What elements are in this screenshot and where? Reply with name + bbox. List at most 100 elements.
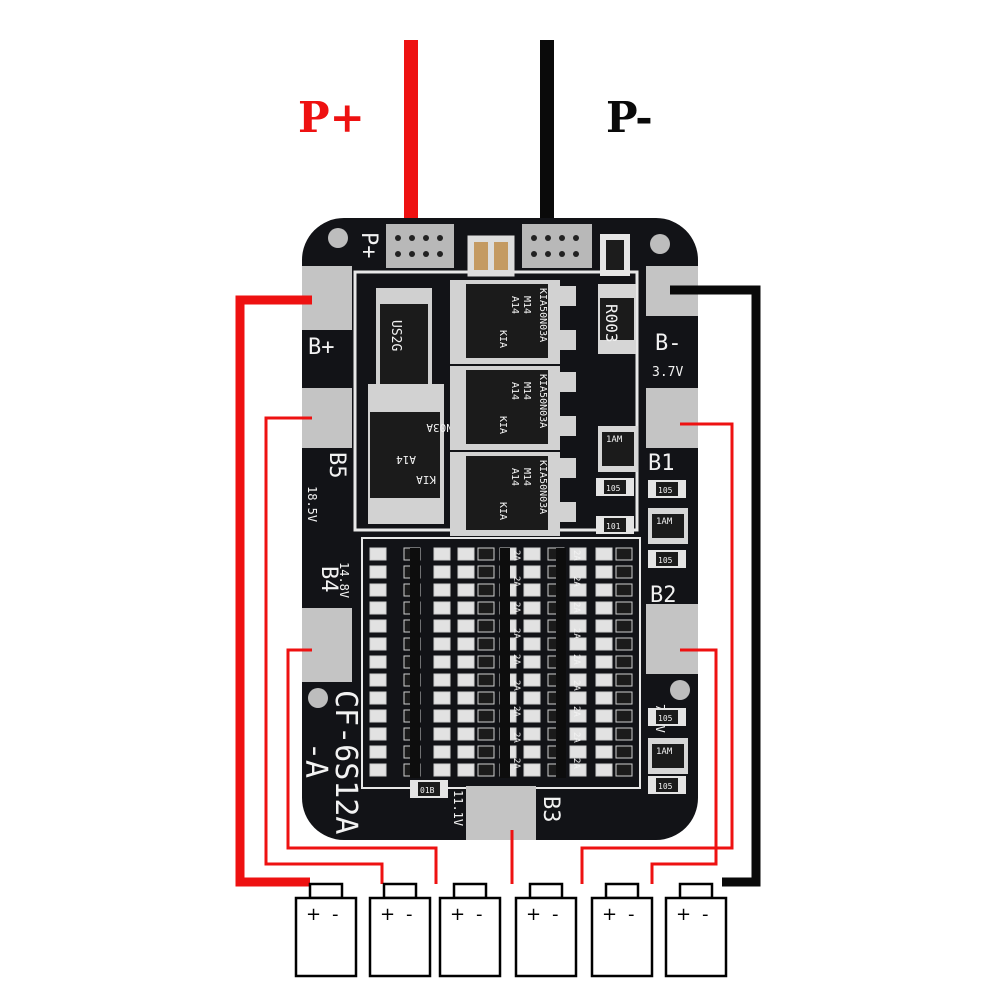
res-105-b2: 105 <box>648 708 686 726</box>
smd-part <box>457 745 475 759</box>
voltage-3v7: 3.7V <box>652 365 683 380</box>
smd-part <box>457 565 475 579</box>
smd-part <box>369 763 387 777</box>
smd-part <box>433 691 451 705</box>
smd-part <box>457 673 475 687</box>
svg-text:KIA50N03A: KIA50N03A <box>537 374 548 428</box>
svg-text:M14: M14 <box>521 468 532 486</box>
smd-part <box>595 745 613 759</box>
wire-b-plus <box>235 295 312 887</box>
smd-part <box>523 691 541 705</box>
smd-part <box>457 619 475 633</box>
smd-part <box>369 673 387 687</box>
smd-part <box>477 727 495 741</box>
smd-part <box>595 637 613 651</box>
svg-text:101: 101 <box>606 522 621 531</box>
smd-part <box>523 655 541 669</box>
res-01b: 01B <box>410 780 448 798</box>
smd-part <box>477 673 495 687</box>
b1-pad <box>646 388 698 448</box>
p-plus-pad <box>386 224 454 268</box>
smd-part <box>523 673 541 687</box>
wire-b1 <box>580 422 734 884</box>
smd-part <box>433 547 451 561</box>
smd-part <box>477 583 495 597</box>
pad-label-b5: B5 <box>324 452 349 479</box>
pad-label-b2: B2 <box>650 583 677 608</box>
svg-text:A14: A14 <box>509 296 520 314</box>
smd-part <box>523 709 541 723</box>
smd-part <box>595 709 613 723</box>
smd-part <box>595 763 613 777</box>
mount-hole <box>328 228 348 248</box>
smd-part <box>569 691 587 705</box>
battery-cell: +- <box>438 882 502 978</box>
smd-part <box>523 745 541 759</box>
battery-cell-minus: - <box>702 904 709 925</box>
p-plus-wire <box>404 40 418 240</box>
fuse-label: 2A <box>571 758 581 769</box>
battery-cell-minus: - <box>628 904 635 925</box>
ic-strip <box>410 548 420 778</box>
battery-cell-plus: + <box>676 904 691 925</box>
smd-part <box>477 565 495 579</box>
svg-text:A14: A14 <box>509 468 520 486</box>
wire-b5 <box>264 416 384 884</box>
smd-part <box>523 601 541 615</box>
smd-part <box>595 619 613 633</box>
smd-part <box>569 601 587 615</box>
fuse-label: 2A <box>511 758 521 769</box>
smd-part <box>457 763 475 777</box>
smd-part <box>523 619 541 633</box>
fuse-label: 2A <box>511 706 521 717</box>
battery-cell-terminal <box>452 882 488 900</box>
smd-part <box>433 637 451 651</box>
smd-part <box>433 583 451 597</box>
smd-part <box>615 709 633 723</box>
shunt-marking: R003 <box>602 304 621 343</box>
battery-cell-terminal <box>528 882 564 900</box>
smd-part <box>433 619 451 633</box>
fuse-label: 2A <box>511 602 521 613</box>
mount-hole <box>670 680 690 700</box>
svg-text:M14: M14 <box>521 382 532 400</box>
mosfet-left-code: A14 <box>396 453 416 466</box>
smd-part <box>595 583 613 597</box>
res-101-upper: 101 <box>596 516 634 534</box>
battery-cell-body <box>368 896 432 978</box>
p-plus-pad-holes <box>395 235 443 257</box>
p-plus-label: P+ <box>298 93 365 142</box>
battery-cell-terminal <box>604 882 640 900</box>
battery-cell-minus: - <box>476 904 483 925</box>
battery-cell-body <box>664 896 728 978</box>
smd-part <box>477 637 495 651</box>
battery-cell-terminal <box>382 882 418 900</box>
smd-part <box>615 745 633 759</box>
smd-part <box>569 637 587 651</box>
smd-part <box>569 673 587 687</box>
battery-cell-plus: + <box>602 904 617 925</box>
smd-part <box>615 673 633 687</box>
svg-text:KIA: KIA <box>497 416 508 434</box>
mosfet-bottom: KIA50N03A M14 A14 KIA <box>450 452 576 536</box>
smd-part <box>523 727 541 741</box>
smd-part <box>457 691 475 705</box>
battery-cell: +- <box>590 882 654 978</box>
balance-component-array <box>369 547 633 778</box>
wire-b2 <box>650 648 718 884</box>
top-capacitor-body <box>474 242 488 270</box>
smd-part <box>477 691 495 705</box>
smd-part <box>523 547 541 561</box>
voltage-11v1: 11.1V <box>451 790 465 826</box>
battery-cell-minus: - <box>552 904 559 925</box>
smd-part <box>369 601 387 615</box>
smd-part <box>615 691 633 705</box>
fuse-label: 2A <box>571 602 581 613</box>
battery-cell-body <box>438 896 502 978</box>
svg-text:105: 105 <box>658 714 673 723</box>
smd-part <box>569 727 587 741</box>
diode-marking: US2G <box>388 320 403 351</box>
board-model-line1: CF-6S12A <box>328 690 363 835</box>
smd-part <box>523 583 541 597</box>
